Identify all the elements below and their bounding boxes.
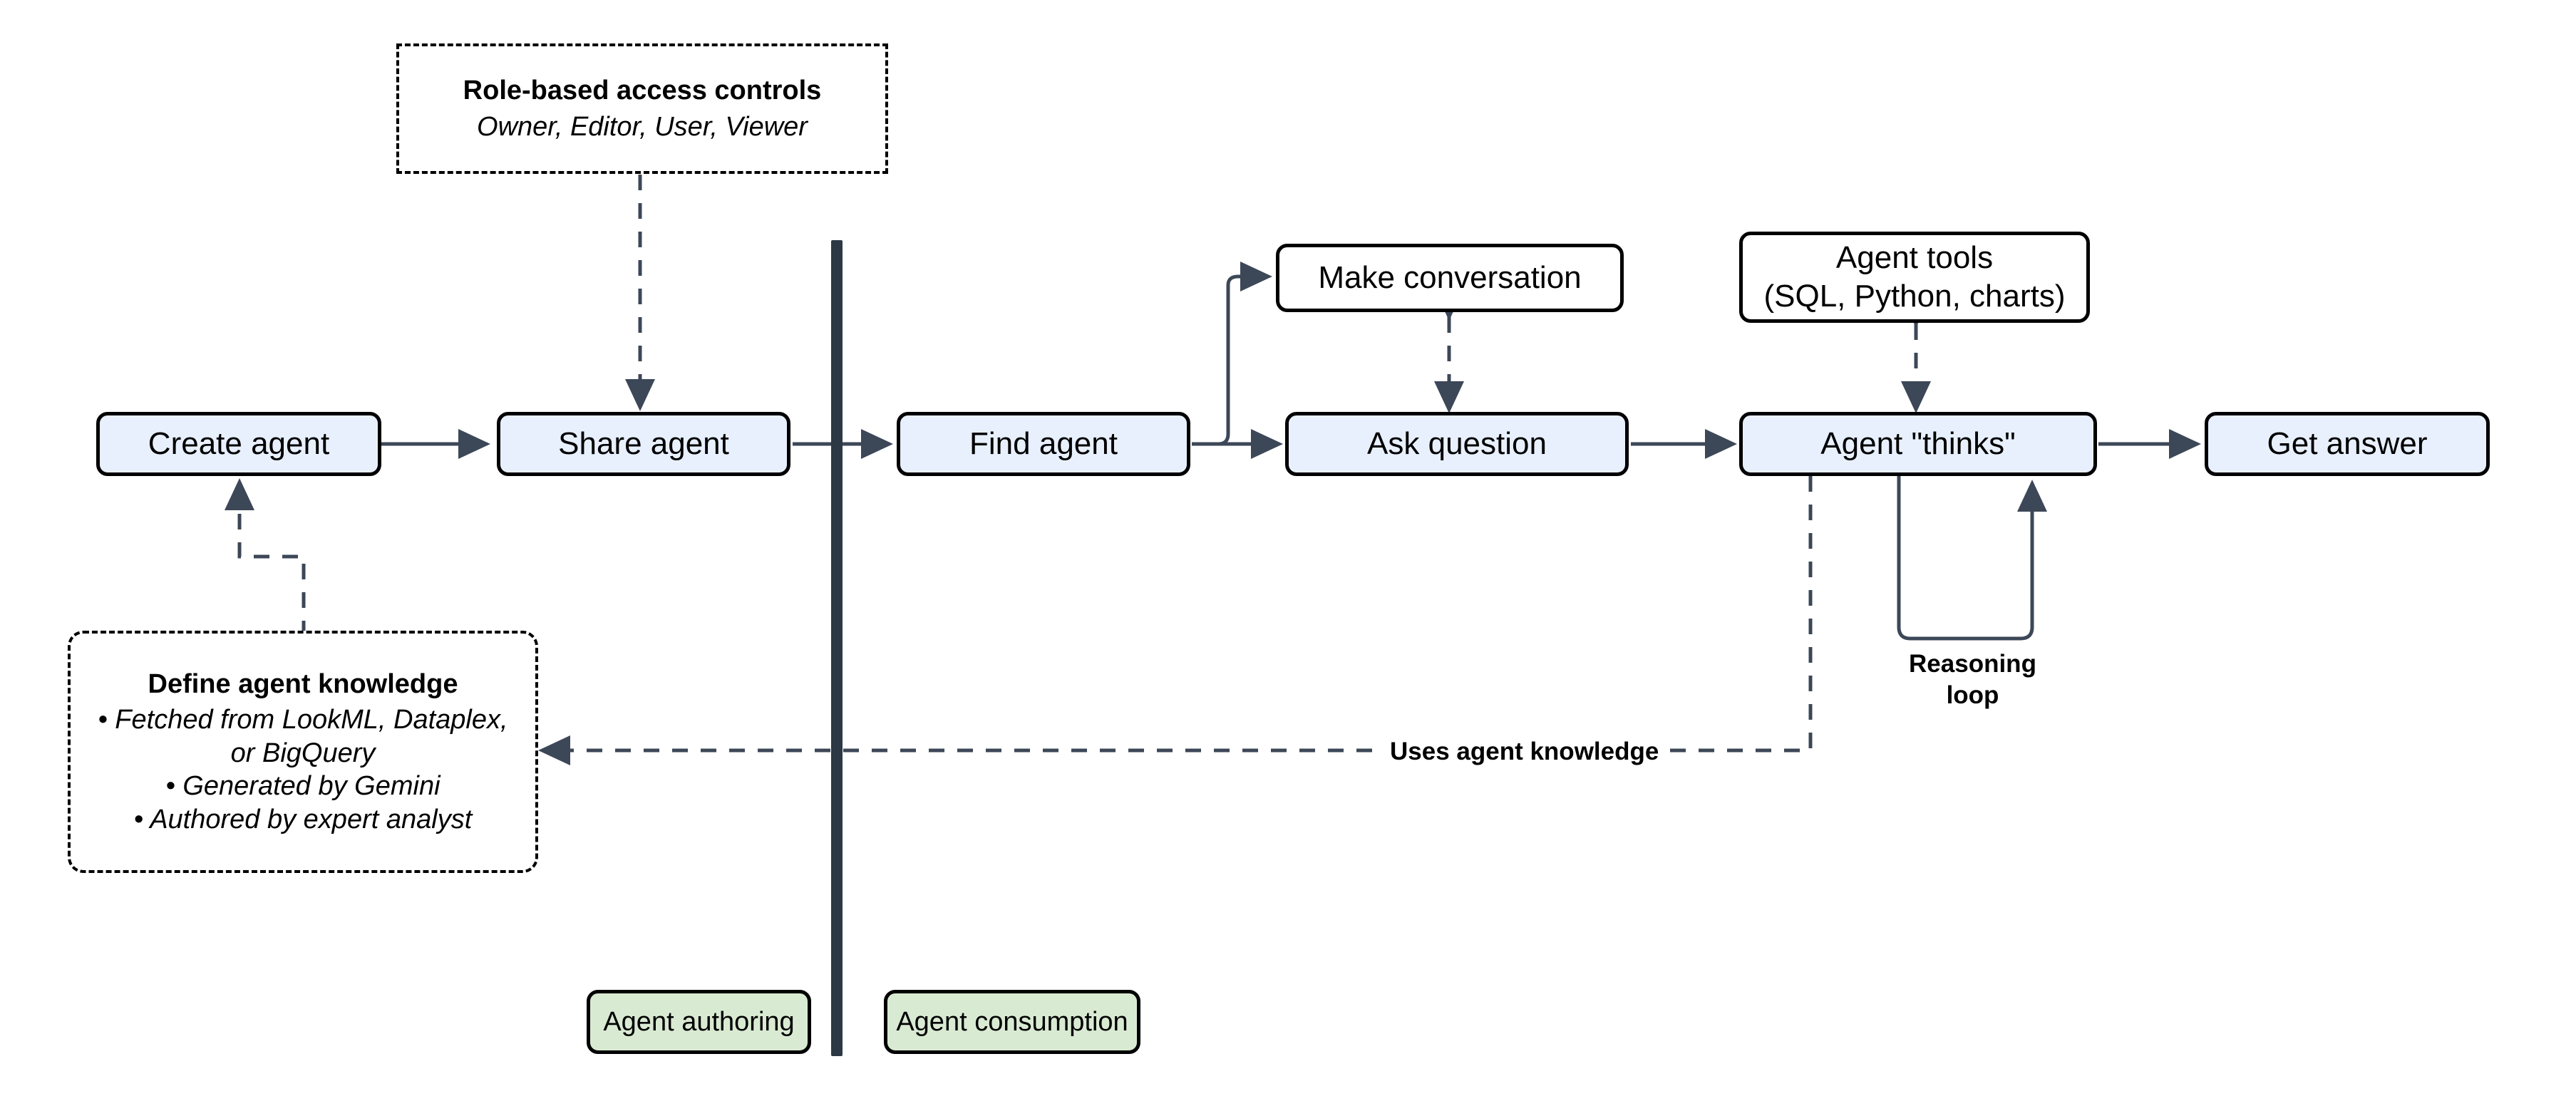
node-agent-consumption[interactable]: Agent consumption bbox=[884, 990, 1140, 1054]
node-agent-tools-line-1: Agent tools bbox=[1835, 240, 1994, 276]
edge-find-to-make-conversation bbox=[1192, 262, 1272, 446]
note-role-based-access-controls: Role-based access controls Owner, Editor… bbox=[396, 43, 888, 174]
note-knowledge-title: Define agent knowledge bbox=[148, 669, 458, 700]
node-find-agent[interactable]: Find agent bbox=[897, 412, 1190, 476]
node-create-agent-label: Create agent bbox=[148, 426, 330, 462]
node-agent-consumption-label: Agent consumption bbox=[896, 1006, 1128, 1037]
edge-label-uses-agent-knowledge: Uses agent knowledge bbox=[1383, 736, 1666, 768]
node-agent-tools[interactable]: Agent tools (SQL, Python, charts) bbox=[1739, 232, 2090, 323]
node-agent-thinks-label: Agent "thinks" bbox=[1820, 426, 2016, 462]
note-knowledge-bullet-3: • Authored by expert analyst bbox=[133, 804, 473, 834]
node-make-conversation-label: Make conversation bbox=[1318, 260, 1582, 296]
node-share-agent[interactable]: Share agent bbox=[497, 412, 790, 476]
node-agent-authoring-label: Agent authoring bbox=[603, 1006, 795, 1037]
node-make-conversation[interactable]: Make conversation bbox=[1276, 244, 1624, 312]
node-create-agent[interactable]: Create agent bbox=[96, 412, 381, 476]
note-knowledge-bullet-1-line-1: • Fetched from LookML, Dataplex, bbox=[98, 705, 508, 735]
node-agent-authoring[interactable]: Agent authoring bbox=[587, 990, 811, 1054]
node-ask-question-label: Ask question bbox=[1367, 426, 1547, 462]
edge-label-reasoning-loop-line-2: loop bbox=[1946, 681, 1999, 709]
node-agent-thinks[interactable]: Agent "thinks" bbox=[1739, 412, 2097, 476]
note-define-agent-knowledge: Define agent knowledge • Fetched from Lo… bbox=[68, 631, 538, 873]
edge-label-reasoning-loop-line-1: Reasoning bbox=[1909, 650, 2036, 678]
note-rbac-subtitle: Owner, Editor, User, Viewer bbox=[477, 111, 808, 142]
edge-uses-agent-knowledge bbox=[538, 476, 1813, 765]
edge-label-uses-agent-knowledge-text: Uses agent knowledge bbox=[1390, 738, 1659, 765]
edge-reasoning-loop bbox=[1897, 476, 2048, 641]
node-agent-tools-line-2: (SQL, Python, charts) bbox=[1763, 279, 2066, 314]
node-share-agent-label: Share agent bbox=[558, 426, 729, 462]
note-knowledge-bullet-1-line-2: or BigQuery bbox=[230, 738, 376, 768]
edge-label-reasoning-loop: Reasoning loop bbox=[1900, 648, 2046, 711]
node-get-answer[interactable]: Get answer bbox=[2205, 412, 2490, 476]
node-get-answer-label: Get answer bbox=[2267, 426, 2428, 462]
note-knowledge-bullets: • Fetched from LookML, Dataplex, or BigQ… bbox=[98, 703, 508, 835]
node-ask-question[interactable]: Ask question bbox=[1285, 412, 1629, 476]
node-find-agent-label: Find agent bbox=[969, 426, 1118, 462]
authoring-consumption-divider bbox=[831, 240, 843, 1056]
note-rbac-title: Role-based access controls bbox=[463, 76, 822, 106]
note-knowledge-bullet-2: • Generated by Gemini bbox=[165, 771, 441, 802]
